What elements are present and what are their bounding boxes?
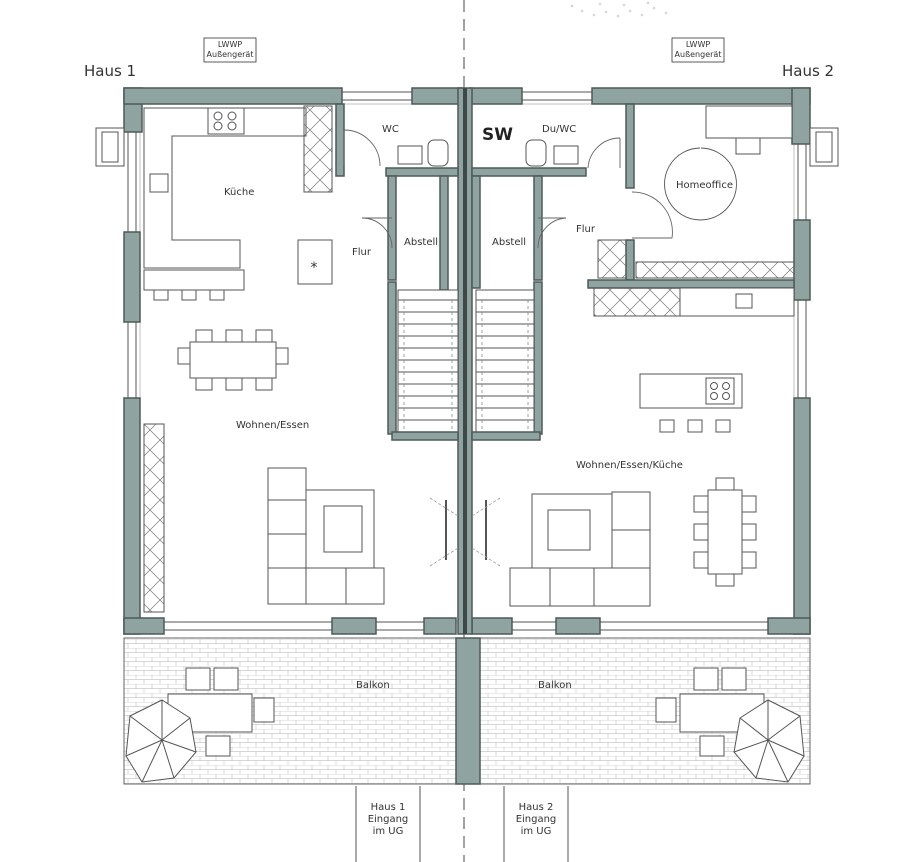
room-label-abstell-right: Abstell bbox=[492, 237, 526, 248]
wall-abstell-left-v2 bbox=[439, 175, 449, 291]
sofa-right bbox=[509, 491, 651, 607]
wall-bottom-right-c bbox=[767, 617, 811, 635]
wall-right-b bbox=[793, 219, 811, 301]
dining-left bbox=[177, 329, 289, 391]
fireplace-symbol: * bbox=[311, 260, 318, 276]
dining-right bbox=[693, 477, 757, 587]
wall-top-right-b bbox=[591, 87, 811, 105]
svg-text:Eingang: Eingang bbox=[516, 814, 557, 825]
balcony-left-furniture bbox=[125, 667, 275, 783]
wall-top-left-b bbox=[411, 87, 463, 105]
wall-right-c bbox=[793, 397, 811, 635]
svg-text:im UG: im UG bbox=[521, 826, 552, 837]
svg-text:Außengerät: Außengerät bbox=[675, 50, 722, 59]
window-bottom-right bbox=[512, 621, 768, 631]
stair-landing-right bbox=[471, 431, 541, 441]
wall-left-b bbox=[123, 231, 141, 323]
du-wc-right-fixtures bbox=[525, 139, 579, 167]
sliding-doors bbox=[429, 497, 501, 567]
svg-text:Eingang: Eingang bbox=[368, 814, 409, 825]
outdoor-unit-right-inner bbox=[815, 131, 833, 163]
wall-bottom-left-c bbox=[423, 617, 457, 635]
wall-top-right-a bbox=[469, 87, 523, 105]
terrain-dots bbox=[570, 1, 668, 18]
homeoffice-furniture bbox=[664, 105, 793, 221]
wall-stair-right bbox=[533, 281, 543, 435]
entrance-right-box bbox=[503, 786, 569, 862]
window-top-left bbox=[342, 91, 412, 101]
window-left-b bbox=[127, 322, 137, 398]
room-label-wohnen-essen: Wohnen/Essen bbox=[236, 420, 309, 431]
wall-bottom-left-b bbox=[331, 617, 377, 635]
wall-left-c bbox=[123, 397, 141, 635]
room-label-wohnen-essen-kueche: Wohnen/Essen/Küche bbox=[576, 460, 683, 471]
wall-bottom-right-a bbox=[471, 617, 513, 635]
wall-bottom-right-b bbox=[555, 617, 601, 635]
wall-top-right-corner bbox=[791, 87, 811, 145]
entrance-label-left: Haus 1 Eingang im UG bbox=[368, 802, 409, 837]
wc-left-fixtures bbox=[397, 139, 449, 167]
room-label-kueche: Küche bbox=[224, 187, 254, 198]
room-label-flur-right: Flur bbox=[576, 224, 596, 235]
outdoor-unit-label-right: LWWP Außengerät bbox=[671, 37, 725, 63]
party-wall-core bbox=[463, 88, 467, 634]
entrance-label-right: Haus 2 Eingang im UG bbox=[516, 802, 557, 837]
door-abstell-left bbox=[361, 217, 393, 249]
window-right-a bbox=[797, 144, 807, 220]
wall-kitchen-right-top bbox=[587, 279, 795, 289]
svg-text:im UG: im UG bbox=[373, 826, 404, 837]
wall-abstell-right-v bbox=[471, 175, 481, 289]
wall-wc-left bbox=[335, 103, 345, 177]
room-label-homeoffice: Homeoffice bbox=[676, 180, 733, 191]
kitchen-right bbox=[593, 239, 795, 433]
room-label-balkon-right: Balkon bbox=[538, 680, 572, 691]
wall-bottom-left-a bbox=[123, 617, 165, 635]
room-label-flur-left: Flur bbox=[352, 247, 372, 258]
wall-abstell-right-v2 bbox=[533, 175, 543, 281]
svg-text:LWWP: LWWP bbox=[218, 40, 243, 49]
stair-right bbox=[475, 289, 535, 437]
kitchen-left-counter bbox=[143, 105, 333, 301]
window-left-a bbox=[127, 132, 137, 232]
svg-text:Haus 1: Haus 1 bbox=[371, 802, 406, 813]
door-wc bbox=[343, 129, 381, 167]
wall-wc-bottom-left bbox=[385, 167, 459, 177]
stair-left bbox=[397, 289, 459, 437]
house-2-title: Haus 2 bbox=[782, 62, 834, 80]
window-bottom-left bbox=[164, 621, 424, 631]
wall-du-right bbox=[625, 103, 635, 189]
room-label-du-wc: Du/WC bbox=[542, 124, 576, 135]
wall-abstell-left-v bbox=[387, 175, 397, 281]
room-label-abstell-left: Abstell bbox=[404, 237, 438, 248]
svg-text:Außengerät: Außengerät bbox=[207, 50, 254, 59]
room-label-wc: WC bbox=[382, 124, 399, 135]
balcony-right-furniture bbox=[655, 667, 805, 783]
stair-landing-left bbox=[391, 431, 459, 441]
wall-homeoffice-bottom bbox=[625, 239, 635, 281]
svg-text:Haus 2: Haus 2 bbox=[519, 802, 554, 813]
wall-top-left-a bbox=[123, 87, 343, 105]
balcony-divider-wall bbox=[455, 637, 481, 785]
svg-text:LWWP: LWWP bbox=[686, 40, 711, 49]
sofa-left bbox=[267, 467, 385, 605]
outdoor-unit-left-inner bbox=[101, 131, 119, 163]
entrance-left-box bbox=[355, 786, 421, 862]
window-top-right bbox=[522, 91, 592, 101]
house-1-title: Haus 1 bbox=[84, 62, 136, 80]
wall-stair-left bbox=[387, 281, 397, 435]
outdoor-unit-label-left: LWWP Außengerät bbox=[203, 37, 257, 63]
room-label-sw: SW bbox=[482, 125, 513, 145]
window-right-b bbox=[797, 300, 807, 398]
wall-du-bottom-right bbox=[471, 167, 587, 177]
shelf-left bbox=[143, 423, 165, 613]
door-abstell-right bbox=[537, 217, 567, 249]
door-du-right bbox=[587, 137, 621, 169]
room-label-balkon-left: Balkon bbox=[356, 680, 390, 691]
door-homeoffice bbox=[631, 191, 673, 239]
